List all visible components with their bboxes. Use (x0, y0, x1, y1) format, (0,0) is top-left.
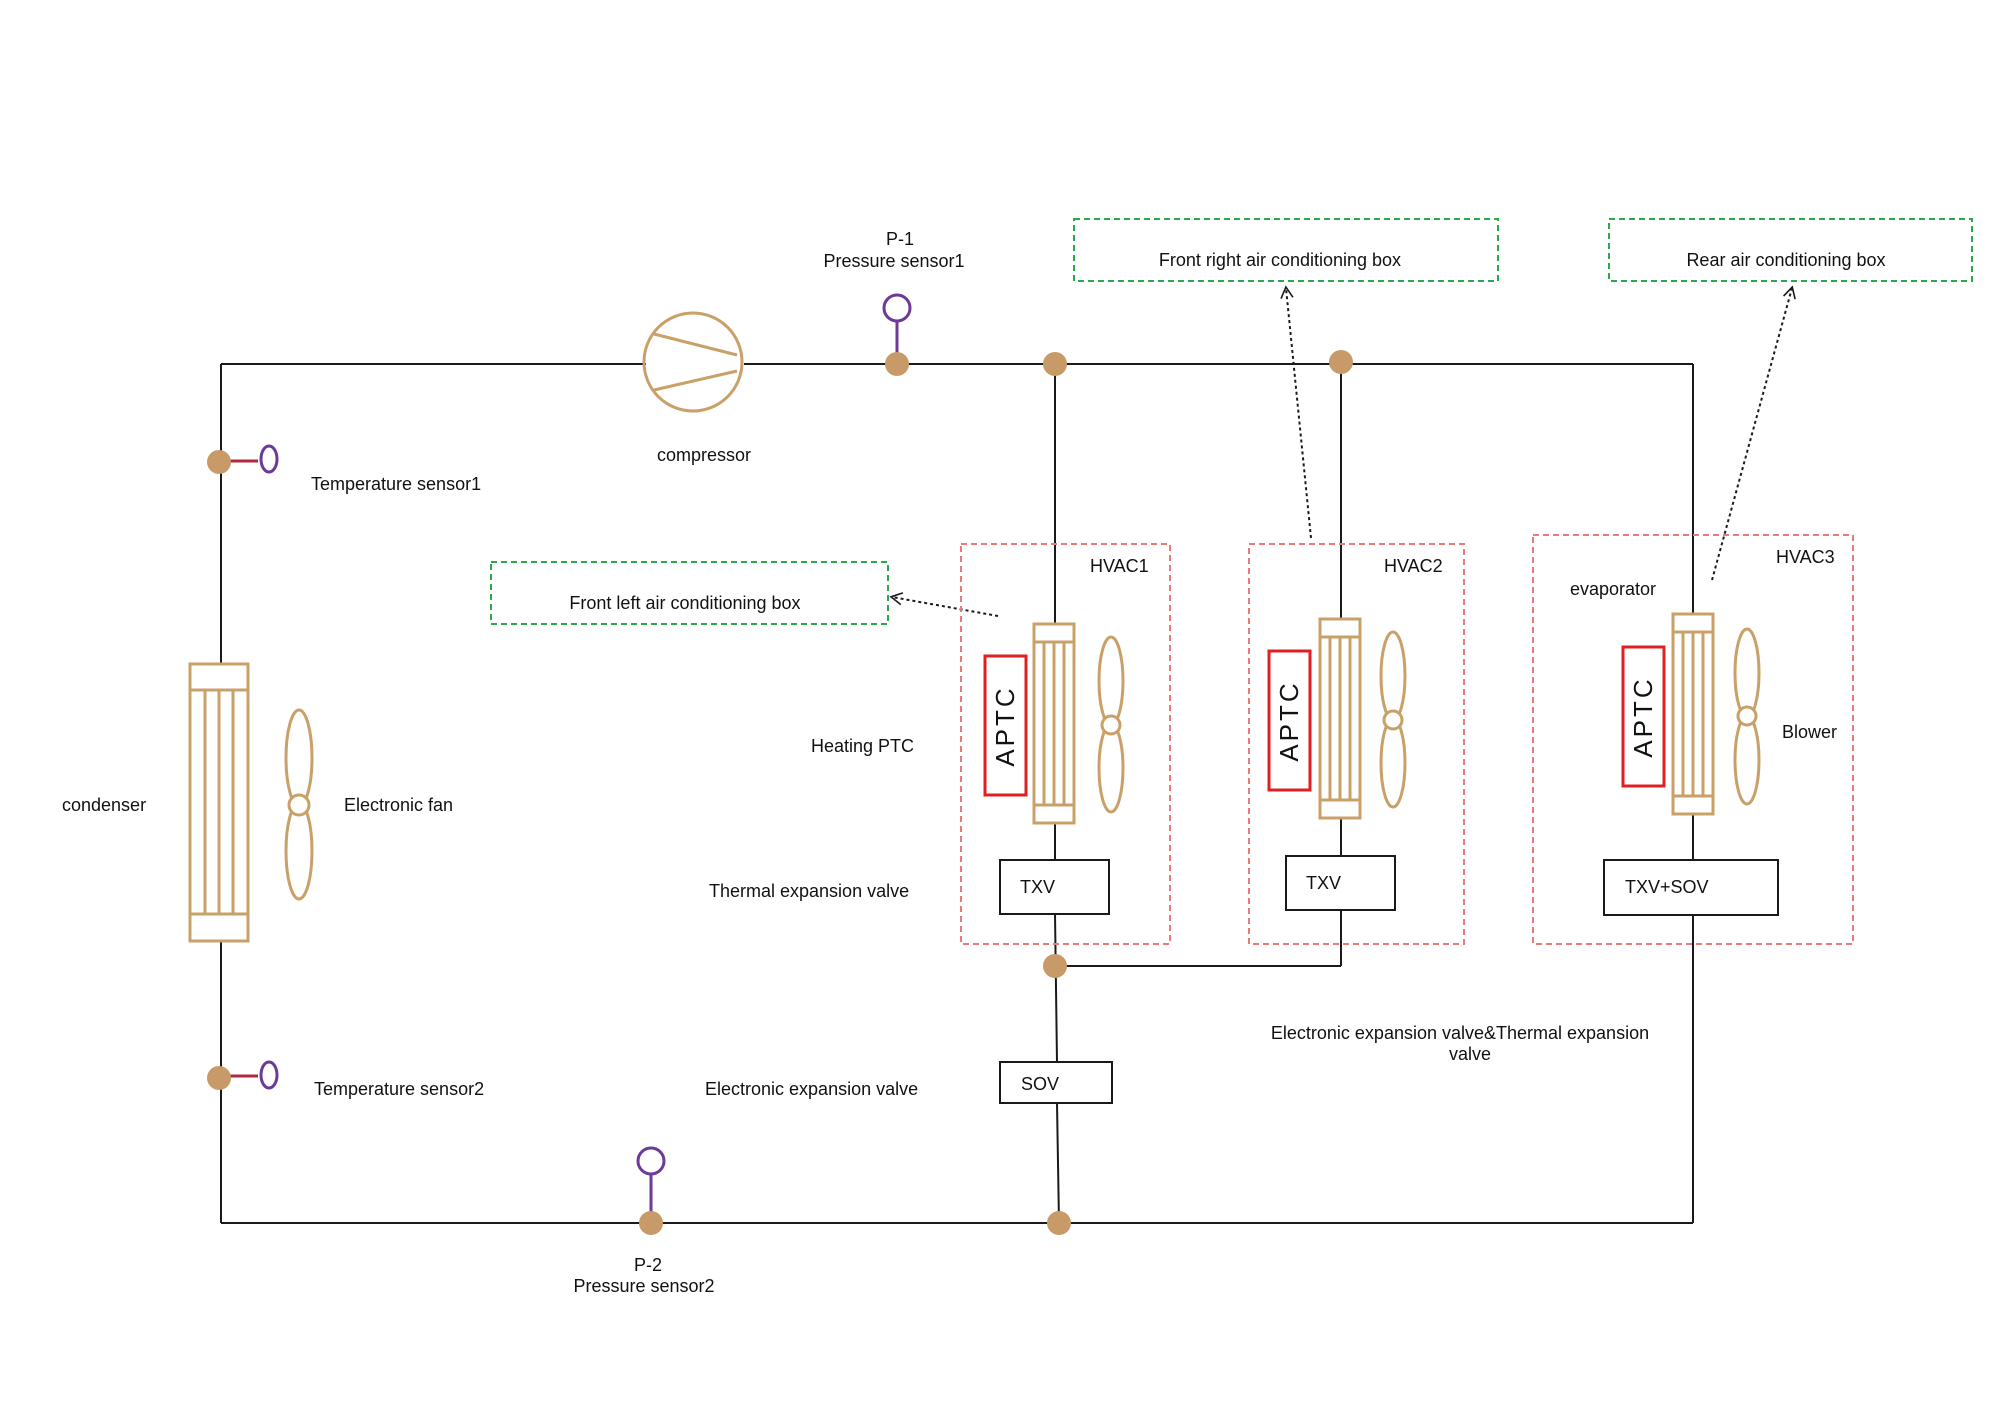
hvac2-aptc-label: APTC (1274, 680, 1304, 761)
electronic-fan-label: Electronic fan (344, 795, 453, 815)
hvac3-boundary (1532, 534, 1854, 945)
pressure-sensor1-label: Pressure sensor1 (823, 251, 964, 271)
hvac1-aptc-label: APTC (990, 685, 1020, 766)
junction-node (1043, 954, 1067, 978)
hvac2-blower-icon (1379, 630, 1407, 809)
sov-valve-label: SOV (1021, 1074, 1059, 1094)
hvac3-aptc-label: APTC (1628, 676, 1658, 757)
hvac3-evaporator-coil (1671, 612, 1715, 816)
temperature-sensor2-label: Temperature sensor2 (314, 1079, 484, 1099)
pressure-sensor2-code: P-2 (634, 1255, 662, 1275)
evaporator-label: evaporator (1570, 579, 1656, 599)
heating-ptc-label: Heating PTC (811, 736, 914, 756)
hvac1-txv-label: TXV (1020, 877, 1055, 897)
junction-node (1043, 352, 1067, 376)
pipe-junction-nodes (1043, 350, 1353, 1235)
temperature-sensor1-icon (207, 444, 279, 474)
front-right-pointer-arrow (1280, 285, 1312, 539)
rear-pointer-arrow (1711, 285, 1796, 581)
pressure-sensor1-code: P-1 (886, 229, 914, 249)
hvac1-evaporator-coil (1032, 622, 1076, 825)
electronic-expansion-valve-label: Electronic expansion valve (705, 1079, 918, 1099)
hvac2-txv-label: TXV (1306, 873, 1341, 893)
hvac1-txv-box (999, 859, 1110, 915)
hvac1-unit: HVAC1 APTC TXV (960, 543, 1171, 945)
front-left-ac-box-label: Front left air conditioning box (569, 593, 800, 613)
junction-node (1329, 350, 1353, 374)
hvac3-aptc-heater (1621, 645, 1666, 788)
rear-ac-box (1608, 218, 1973, 282)
eev-tev-label-line2: valve (1449, 1044, 1491, 1064)
hvac3-txv-sov-label: TXV+SOV (1625, 877, 1709, 897)
hvac1-aptc-heater (983, 654, 1028, 797)
sov-valve-box (999, 1061, 1113, 1104)
eev-tev-label-line1: Electronic expansion valve&Thermal expan… (1271, 1023, 1649, 1043)
hvac2-txv-box (1285, 855, 1396, 911)
rear-ac-box-label: Rear air conditioning box (1686, 250, 1885, 270)
hvac2-aptc-heater (1267, 649, 1312, 792)
hvac3-txv-sov-box (1603, 859, 1779, 916)
condenser-coil (188, 662, 250, 943)
hvac1-blower-icon (1097, 635, 1125, 814)
hvac2-evaporator-coil (1318, 617, 1362, 820)
hvac1-name: HVAC1 (1090, 556, 1149, 576)
compressor-label: compressor (657, 445, 751, 465)
hvac1-boundary (960, 543, 1171, 945)
hvac3-name: HVAC3 (1776, 547, 1835, 567)
hvac3-unit: HVAC3 evaporator Blower APTC TXV+SOV (1532, 534, 1854, 945)
hvac3-blower-icon (1733, 627, 1761, 806)
hvac2-boundary (1248, 543, 1465, 945)
junction-node (1047, 1211, 1071, 1235)
pressure-sensor1-icon (882, 293, 912, 376)
temperature-sensor1-label: Temperature sensor1 (311, 474, 481, 494)
temperature-sensor2-icon (207, 1060, 279, 1090)
electronic-fan-icon (284, 708, 314, 901)
front-right-ac-box (1073, 218, 1499, 282)
pressure-sensor2-label: Pressure sensor2 (573, 1276, 714, 1296)
hvac2-name: HVAC2 (1384, 556, 1443, 576)
pressure-sensor2-icon (636, 1146, 666, 1235)
blower-label: Blower (1782, 722, 1837, 742)
front-right-ac-box-label: Front right air conditioning box (1159, 250, 1401, 270)
thermal-expansion-valve-label: Thermal expansion valve (709, 881, 909, 901)
condenser-label: condenser (62, 795, 146, 815)
front-left-pointer-arrow (889, 592, 999, 617)
compressor-symbol (642, 311, 744, 413)
hvac2-unit: HVAC2 APTC TXV (1248, 543, 1465, 945)
